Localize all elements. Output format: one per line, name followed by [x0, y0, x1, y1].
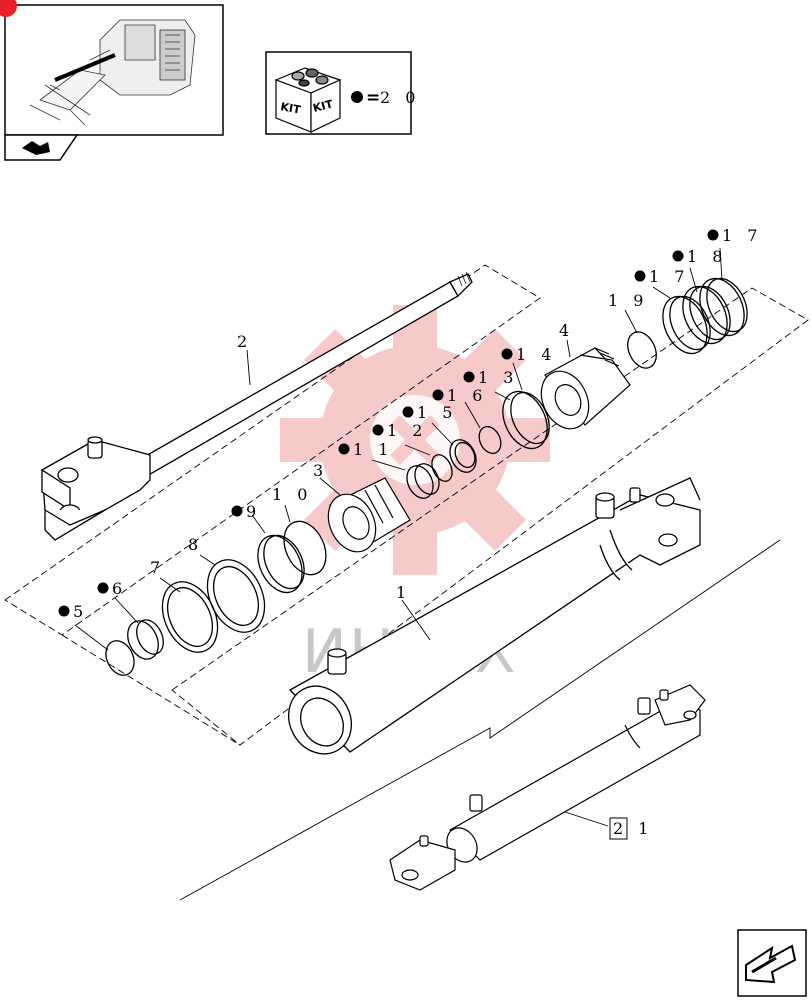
- bullet-dot-icon: [351, 91, 363, 103]
- callout-13[interactable]: 1 3: [478, 368, 518, 387]
- part-8-washer[interactable]: [196, 551, 275, 642]
- part-1-cylinder-barrel[interactable]: [277, 477, 701, 765]
- callout-14[interactable]: 1 4: [516, 345, 556, 364]
- kit-dot-icon: [707, 229, 719, 241]
- callout-15[interactable]: 1 5: [417, 403, 457, 422]
- callout-10[interactable]: 1 0: [272, 485, 312, 504]
- callout-8[interactable]: 8: [188, 535, 203, 554]
- callout-17b[interactable]: 1 7: [722, 226, 762, 245]
- part-19-ring[interactable]: [622, 327, 662, 372]
- kit-dot-icon: [463, 371, 475, 383]
- next-page-icon[interactable]: [737, 929, 807, 997]
- part-17-seal-a[interactable]: [654, 289, 718, 360]
- kit-dot-icon: [58, 605, 70, 617]
- part-7-snap-ring[interactable]: [152, 573, 229, 661]
- kit-box-icon: [274, 67, 342, 133]
- callout-5[interactable]: 5: [73, 602, 88, 621]
- callout-11[interactable]: 1 1: [353, 440, 393, 459]
- leader-line-21-group: [179, 539, 781, 901]
- callouts: 1 2 3 4 5 6 7 8 9 1 0 1 1 1 2 1 3 1 4 1 …: [58, 226, 762, 840]
- part-2-piston-rod[interactable]: [41, 271, 473, 541]
- part-4-rod-guide[interactable]: [532, 347, 631, 436]
- callout-7[interactable]: 7: [150, 558, 165, 577]
- callout-3[interactable]: 3: [313, 461, 328, 480]
- kit-dot-icon: [634, 270, 646, 282]
- part-5-ring[interactable]: [101, 636, 140, 680]
- tractor-thumbnail[interactable]: [0, 0, 224, 161]
- watermark-logo: [280, 305, 550, 575]
- kit-dot-icon: [672, 250, 684, 262]
- part-3-piston[interactable]: [319, 477, 411, 559]
- callout-18[interactable]: 1 8: [687, 247, 727, 266]
- assembly-dashed-outline: [4, 264, 809, 746]
- callout-1[interactable]: 1: [396, 583, 411, 602]
- kit-count: 2 0: [380, 88, 420, 107]
- kit-dot-icon: [372, 424, 384, 436]
- callout-17a[interactable]: 1 7: [649, 267, 689, 286]
- page-marker-icon: [0, 0, 17, 17]
- callout-19[interactable]: 1 9: [608, 291, 648, 310]
- kit-dot-icon: [501, 348, 513, 360]
- part-17-seal-b[interactable]: [691, 271, 755, 342]
- callout-21[interactable]: 2 1: [613, 819, 653, 838]
- part-6-wiper[interactable]: [122, 616, 169, 664]
- part-10-backup-ring[interactable]: [276, 515, 334, 582]
- kit-dot-icon: [231, 505, 243, 517]
- part-13-seal[interactable]: [494, 384, 557, 455]
- callout-16[interactable]: 1 6: [447, 386, 487, 405]
- kit-label-left: KIT: [279, 100, 302, 116]
- kit-label-right: KIT: [312, 97, 335, 115]
- kit-equals: =: [366, 88, 380, 108]
- kit-legend: KIT KIT = 2 0: [265, 51, 420, 135]
- part-12-ring[interactable]: [428, 452, 456, 485]
- callout-12[interactable]: 1 2: [387, 421, 427, 440]
- part-11-seal[interactable]: [402, 460, 444, 503]
- seal-rings: [101, 271, 755, 680]
- callout-9[interactable]: 9: [246, 502, 261, 521]
- kit-dot-icon: [97, 582, 109, 594]
- kit-dot-icon: [402, 406, 414, 418]
- callout-2[interactable]: 2: [237, 332, 252, 351]
- part-15-ring[interactable]: [445, 436, 481, 477]
- leader-lines: [74, 247, 723, 827]
- kit-dot-icon: [338, 443, 350, 455]
- part-9-o-ring[interactable]: [249, 528, 312, 599]
- part-16-ring[interactable]: [475, 423, 505, 457]
- callout-21-box: [609, 817, 628, 840]
- part-18-seal[interactable]: [674, 279, 738, 350]
- kit-dot-icon: [432, 389, 444, 401]
- callout-4[interactable]: 4: [559, 321, 574, 340]
- callout-6[interactable]: 6: [112, 579, 127, 598]
- part-21-cylinder-assembly[interactable]: [389, 684, 706, 891]
